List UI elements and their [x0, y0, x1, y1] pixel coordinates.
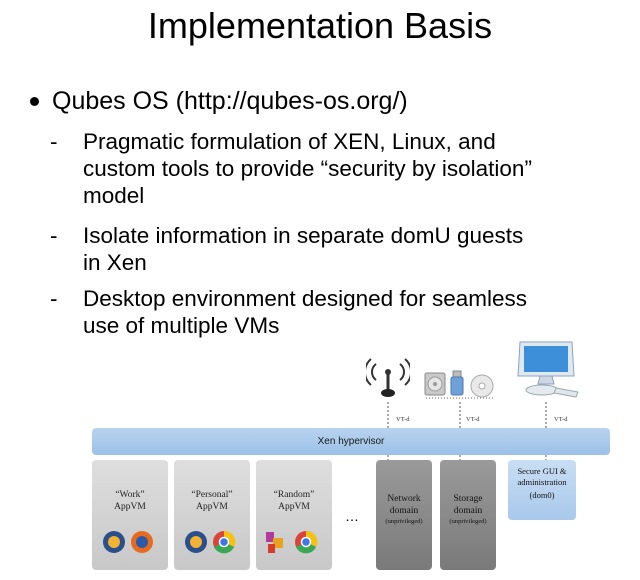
text-line: custom tools to provide “security by iso…	[83, 156, 532, 181]
network-domain: Network domain (unprivileged)	[376, 460, 432, 570]
text-line: model	[83, 183, 145, 208]
dash: -	[50, 223, 58, 248]
privilege-label: (unprivileged)	[385, 518, 423, 525]
privilege-label: (unprivileged)	[449, 518, 487, 525]
hard-disk-icon	[424, 372, 446, 396]
sub-bullet-text: Pragmatic formulation of XEN, Linux, and…	[83, 128, 640, 209]
more-vms-ellipsis: …	[345, 508, 360, 524]
storage-domain: Storage domain (unprivileged)	[440, 460, 496, 570]
text-line: Desktop environment designed for seamles…	[83, 286, 527, 311]
wifi-antenna-icon	[366, 358, 410, 397]
gui-label-line: (dom0)	[529, 490, 555, 500]
appvm-name: “Random”	[273, 490, 315, 500]
vt-d-label: VT-d	[466, 416, 480, 423]
vt-d-label: VT-d	[554, 416, 568, 423]
appvm-type: AppVM	[278, 502, 310, 512]
slide-title: Implementation Basis	[147, 5, 493, 46]
appvm-work: “Work” AppVM	[92, 460, 168, 570]
appvm-type: AppVM	[196, 502, 228, 512]
domain-name: Storage	[453, 494, 483, 504]
chrome-icon	[213, 530, 236, 554]
text-line: Isolate information in separate domU gue…	[83, 223, 524, 248]
gui-label-line: Secure GUI &	[517, 466, 567, 476]
sub-bullet-text: Desktop environment designed for seamles…	[83, 285, 640, 339]
appvm-name: “Work”	[115, 490, 145, 500]
text-line: in Xen	[83, 250, 147, 275]
appvm-personal: “Personal” AppVM	[174, 460, 250, 570]
bullet-dot	[30, 97, 39, 106]
storage-bracket	[426, 397, 494, 399]
vt-d-label: VT-d	[396, 416, 410, 423]
app-icons	[185, 530, 236, 554]
chrome-icon	[295, 530, 318, 554]
appvm-random: “Random” AppVM	[256, 460, 332, 570]
gui-label-line: administration	[517, 477, 567, 487]
monitor-icon	[517, 341, 579, 398]
domain-label: domain	[389, 506, 419, 516]
cd-disc-icon	[470, 374, 494, 398]
dash: -	[50, 286, 58, 311]
bullet-text: Qubes OS (http://qubes-os.org/)	[52, 87, 408, 115]
thunderbird-icon	[103, 531, 125, 553]
usb-drive-icon	[450, 370, 464, 396]
xen-hypervisor-bar: Xen hypervisor	[92, 428, 610, 455]
text-line: Pragmatic formulation of XEN, Linux, and	[83, 129, 496, 154]
domain-label: domain	[453, 506, 483, 516]
firefox-icon	[131, 531, 153, 553]
secure-gui-dom0: Secure GUI & administration (dom0)	[508, 460, 576, 520]
appvm-name: “Personal”	[191, 490, 233, 500]
sub-bullet-text: Isolate information in separate domU gue…	[83, 222, 640, 276]
text-line: use of multiple VMs	[83, 313, 280, 338]
apps-icon	[266, 532, 283, 553]
app-icons	[266, 530, 318, 554]
appvm-type: AppVM	[114, 502, 146, 512]
thunderbird-icon	[185, 531, 207, 553]
app-icons	[103, 531, 153, 553]
dash: -	[50, 129, 58, 154]
architecture-diagram: VT-d VT-d VT-d Xen hypervisor “Work” App…	[0, 340, 640, 580]
domain-name: Network	[387, 494, 421, 504]
